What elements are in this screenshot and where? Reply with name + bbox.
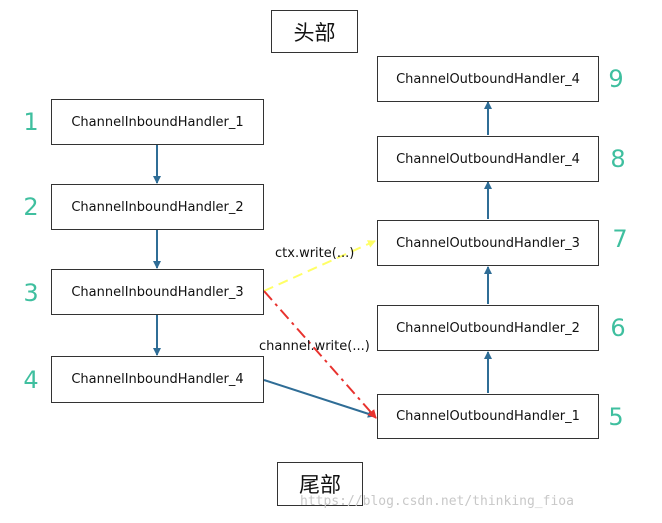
outbound-handler-7: ChannelOutboundHandler_3 (377, 220, 599, 266)
head-label: 头部 (271, 10, 358, 53)
ctx-write-label: ctx.write(...) (275, 246, 355, 261)
inbound-handler-4: ChannelInboundHandler_4 (51, 356, 264, 403)
watermark: https://blog.csdn.net/thinking_fioa (300, 494, 574, 509)
outbound-handler-5: ChannelOutboundHandler_1 (377, 394, 599, 439)
arrow-channel-write (263, 290, 377, 419)
arrow-ctx-write (263, 240, 376, 292)
step-number-8: 8 (610, 145, 626, 173)
arrow-in4-to-out1 (263, 379, 376, 418)
step-number-2: 2 (23, 193, 39, 221)
step-number-6: 6 (610, 314, 626, 342)
step-number-3: 3 (23, 279, 39, 307)
step-number-4: 4 (23, 366, 39, 394)
inbound-handler-1: ChannelInboundHandler_1 (51, 99, 264, 145)
step-number-9: 9 (608, 65, 624, 93)
step-number-7: 7 (612, 225, 628, 253)
inbound-handler-2: ChannelInboundHandler_2 (51, 184, 264, 230)
channel-write-label: channel.write(...) (259, 339, 370, 354)
outbound-handler-8: ChannelOutboundHandler_4 (377, 136, 599, 182)
step-number-5: 5 (608, 403, 624, 431)
outbound-handler-6: ChannelOutboundHandler_2 (377, 305, 599, 351)
outbound-handler-9: ChannelOutboundHandler_4 (377, 56, 599, 102)
inbound-handler-3: ChannelInboundHandler_3 (51, 269, 264, 315)
tail-label: 尾部 (277, 462, 363, 506)
step-number-1: 1 (23, 108, 39, 136)
